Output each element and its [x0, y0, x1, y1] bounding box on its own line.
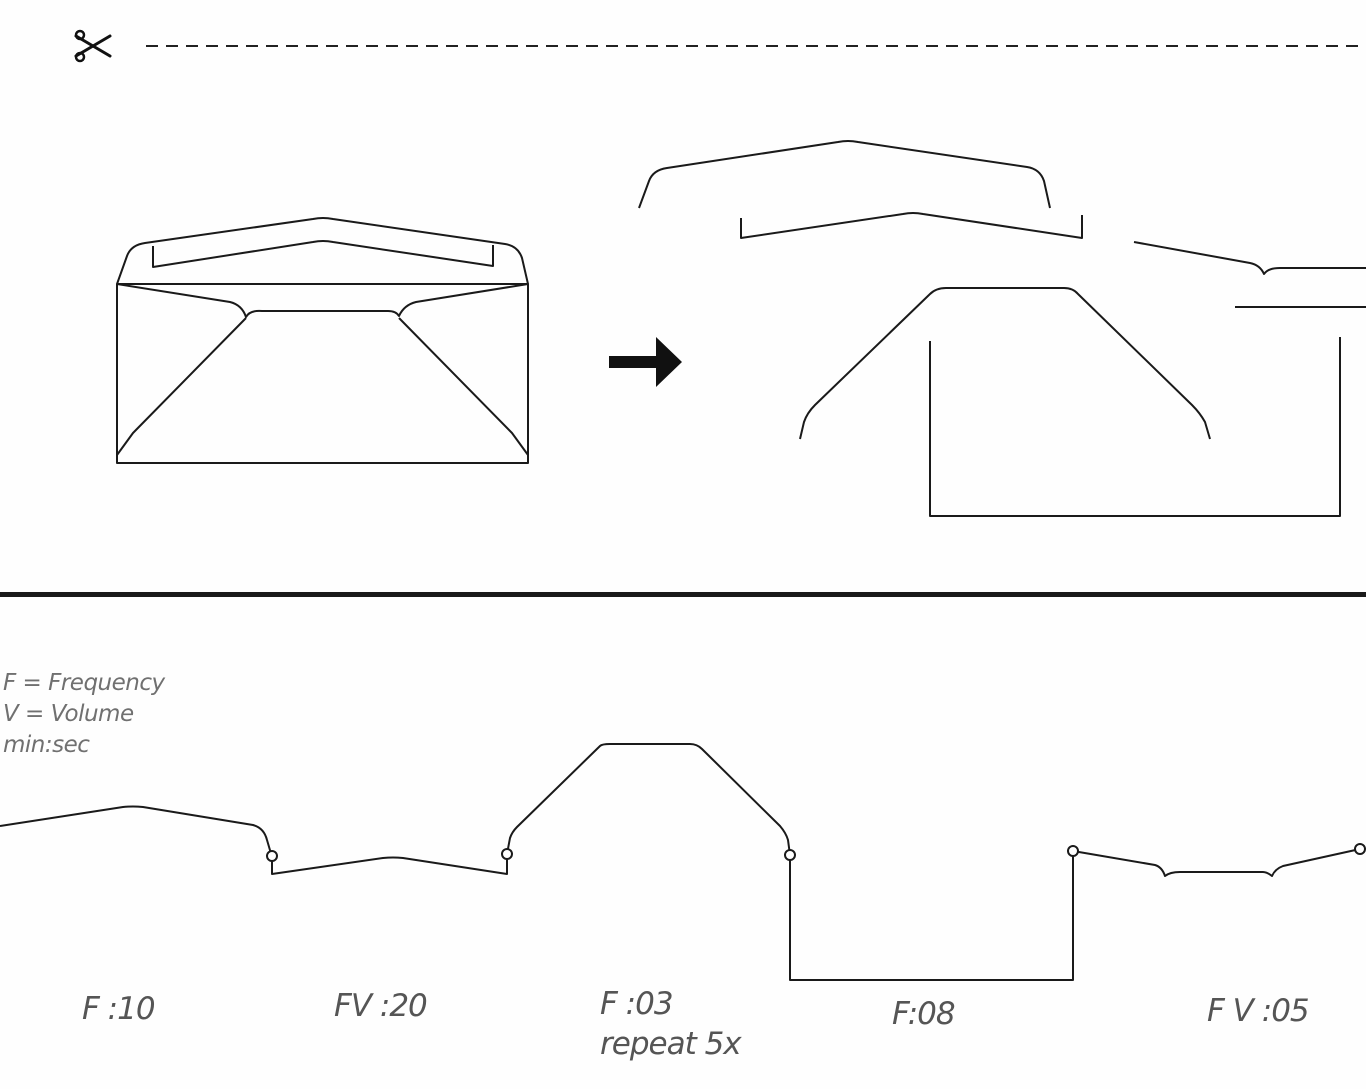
envelope-illustration: [116, 217, 529, 464]
legend-line: V = Volume: [3, 701, 134, 727]
section-divider: [0, 592, 1366, 597]
legend-line: F = Frequency: [3, 670, 165, 696]
sound-path-node: [266, 843, 1366, 862]
segment-label: F :10: [82, 991, 156, 1027]
scissors-icon: [74, 29, 112, 63]
segment-label: FV :20: [334, 988, 428, 1024]
right-arrow-icon: [609, 337, 682, 387]
exploded-envelope-outline: [638, 140, 1366, 517]
sound-path: [0, 743, 1361, 981]
legend-line: min:sec: [3, 732, 90, 758]
segment-note: repeat 5x: [600, 1026, 742, 1062]
segment-label: F :03: [600, 986, 674, 1022]
segment-label: F:08: [892, 996, 956, 1032]
segment-label: F V :05: [1207, 993, 1310, 1029]
legend: F = Frequency V = Volume min:sec: [3, 668, 165, 761]
